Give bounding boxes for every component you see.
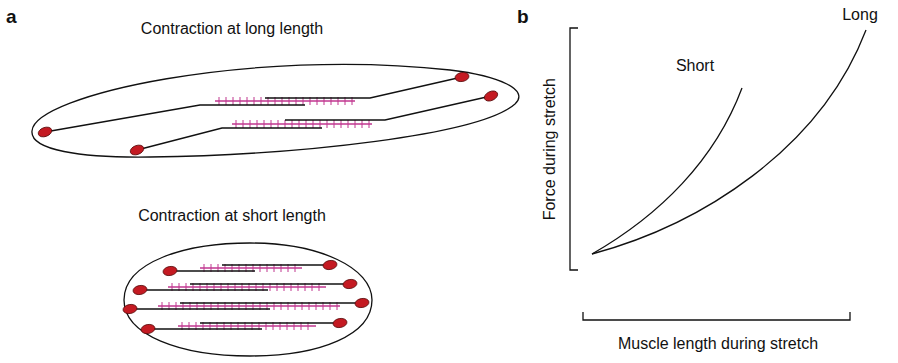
cross-bridge xyxy=(348,120,349,128)
cross-bridge xyxy=(320,120,321,128)
attachment-dot xyxy=(140,323,155,334)
cross-bridge xyxy=(261,97,262,105)
panel-letter: a xyxy=(6,6,17,28)
attachment-dot xyxy=(332,317,347,328)
short-curve xyxy=(592,88,742,254)
y-axis-bracket xyxy=(570,28,578,270)
cross-bridge xyxy=(243,120,244,128)
cross-bridge xyxy=(250,120,251,128)
cross-bridge xyxy=(292,120,293,128)
cross-bridge xyxy=(254,97,255,105)
axis-label: Muscle length during stretch xyxy=(618,335,818,353)
cross-bridge xyxy=(306,120,307,128)
attachment-dot xyxy=(454,71,469,82)
cross-bridge xyxy=(334,120,335,128)
attachment-dot xyxy=(483,89,499,103)
panel-heading: Contraction at long length xyxy=(141,20,323,38)
cross-bridge xyxy=(341,120,342,128)
cross-bridge xyxy=(313,120,314,128)
actin-filament xyxy=(130,308,270,309)
myosin-filament xyxy=(200,267,302,268)
cross-bridge xyxy=(285,120,286,128)
cross-bridge xyxy=(219,97,220,105)
cross-bridge xyxy=(236,120,237,128)
attachment-dot xyxy=(162,265,177,276)
cross-bridge xyxy=(299,120,300,128)
cross-bridge xyxy=(271,120,272,128)
fiber-outline xyxy=(124,243,372,356)
cross-bridge xyxy=(327,120,328,128)
actin-filament xyxy=(222,264,330,265)
panel-heading: Contraction at short length xyxy=(138,207,326,225)
myosin-filament xyxy=(232,123,372,124)
attachment-dot xyxy=(132,284,147,295)
cross-bridge xyxy=(362,120,363,128)
attachment-dot xyxy=(129,143,145,156)
axis-label: Force during stretch xyxy=(541,78,559,220)
attachment-dot xyxy=(122,303,137,314)
cross-bridge xyxy=(257,120,258,128)
cross-bridge xyxy=(355,120,356,128)
cross-bridge xyxy=(278,120,279,128)
cross-bridge xyxy=(240,97,241,105)
actin-filament xyxy=(180,302,362,303)
actin-filament xyxy=(148,328,262,329)
cross-bridge xyxy=(226,97,227,105)
attachment-dots xyxy=(37,71,499,334)
curve-label: Long xyxy=(842,6,878,24)
fiber-outline xyxy=(32,64,519,157)
myosin-filament xyxy=(158,305,340,306)
cross-bridge xyxy=(264,120,265,128)
curve-label: Short xyxy=(676,57,714,75)
cross-bridge xyxy=(233,97,234,105)
actin-filament xyxy=(170,270,255,271)
myofilaments xyxy=(45,77,491,330)
actin-filament xyxy=(200,322,340,323)
attachment-dot xyxy=(322,259,337,270)
attachment-dot xyxy=(354,297,369,308)
actin-filament xyxy=(137,128,322,150)
myosin-filament xyxy=(168,286,326,287)
panel-letter: b xyxy=(517,6,529,28)
actin-filament xyxy=(285,96,491,120)
actin-filament xyxy=(265,77,462,98)
cross-bridge xyxy=(369,120,370,128)
attachment-dot xyxy=(37,125,53,138)
long-curve xyxy=(592,30,866,254)
actin-filament xyxy=(140,289,268,290)
cross-bridge xyxy=(247,97,248,105)
myosin-filament xyxy=(178,325,316,326)
x-axis-bracket xyxy=(583,312,850,320)
myosin-filament xyxy=(215,100,355,101)
attachment-dot xyxy=(342,278,357,289)
actin-filament xyxy=(190,283,350,284)
